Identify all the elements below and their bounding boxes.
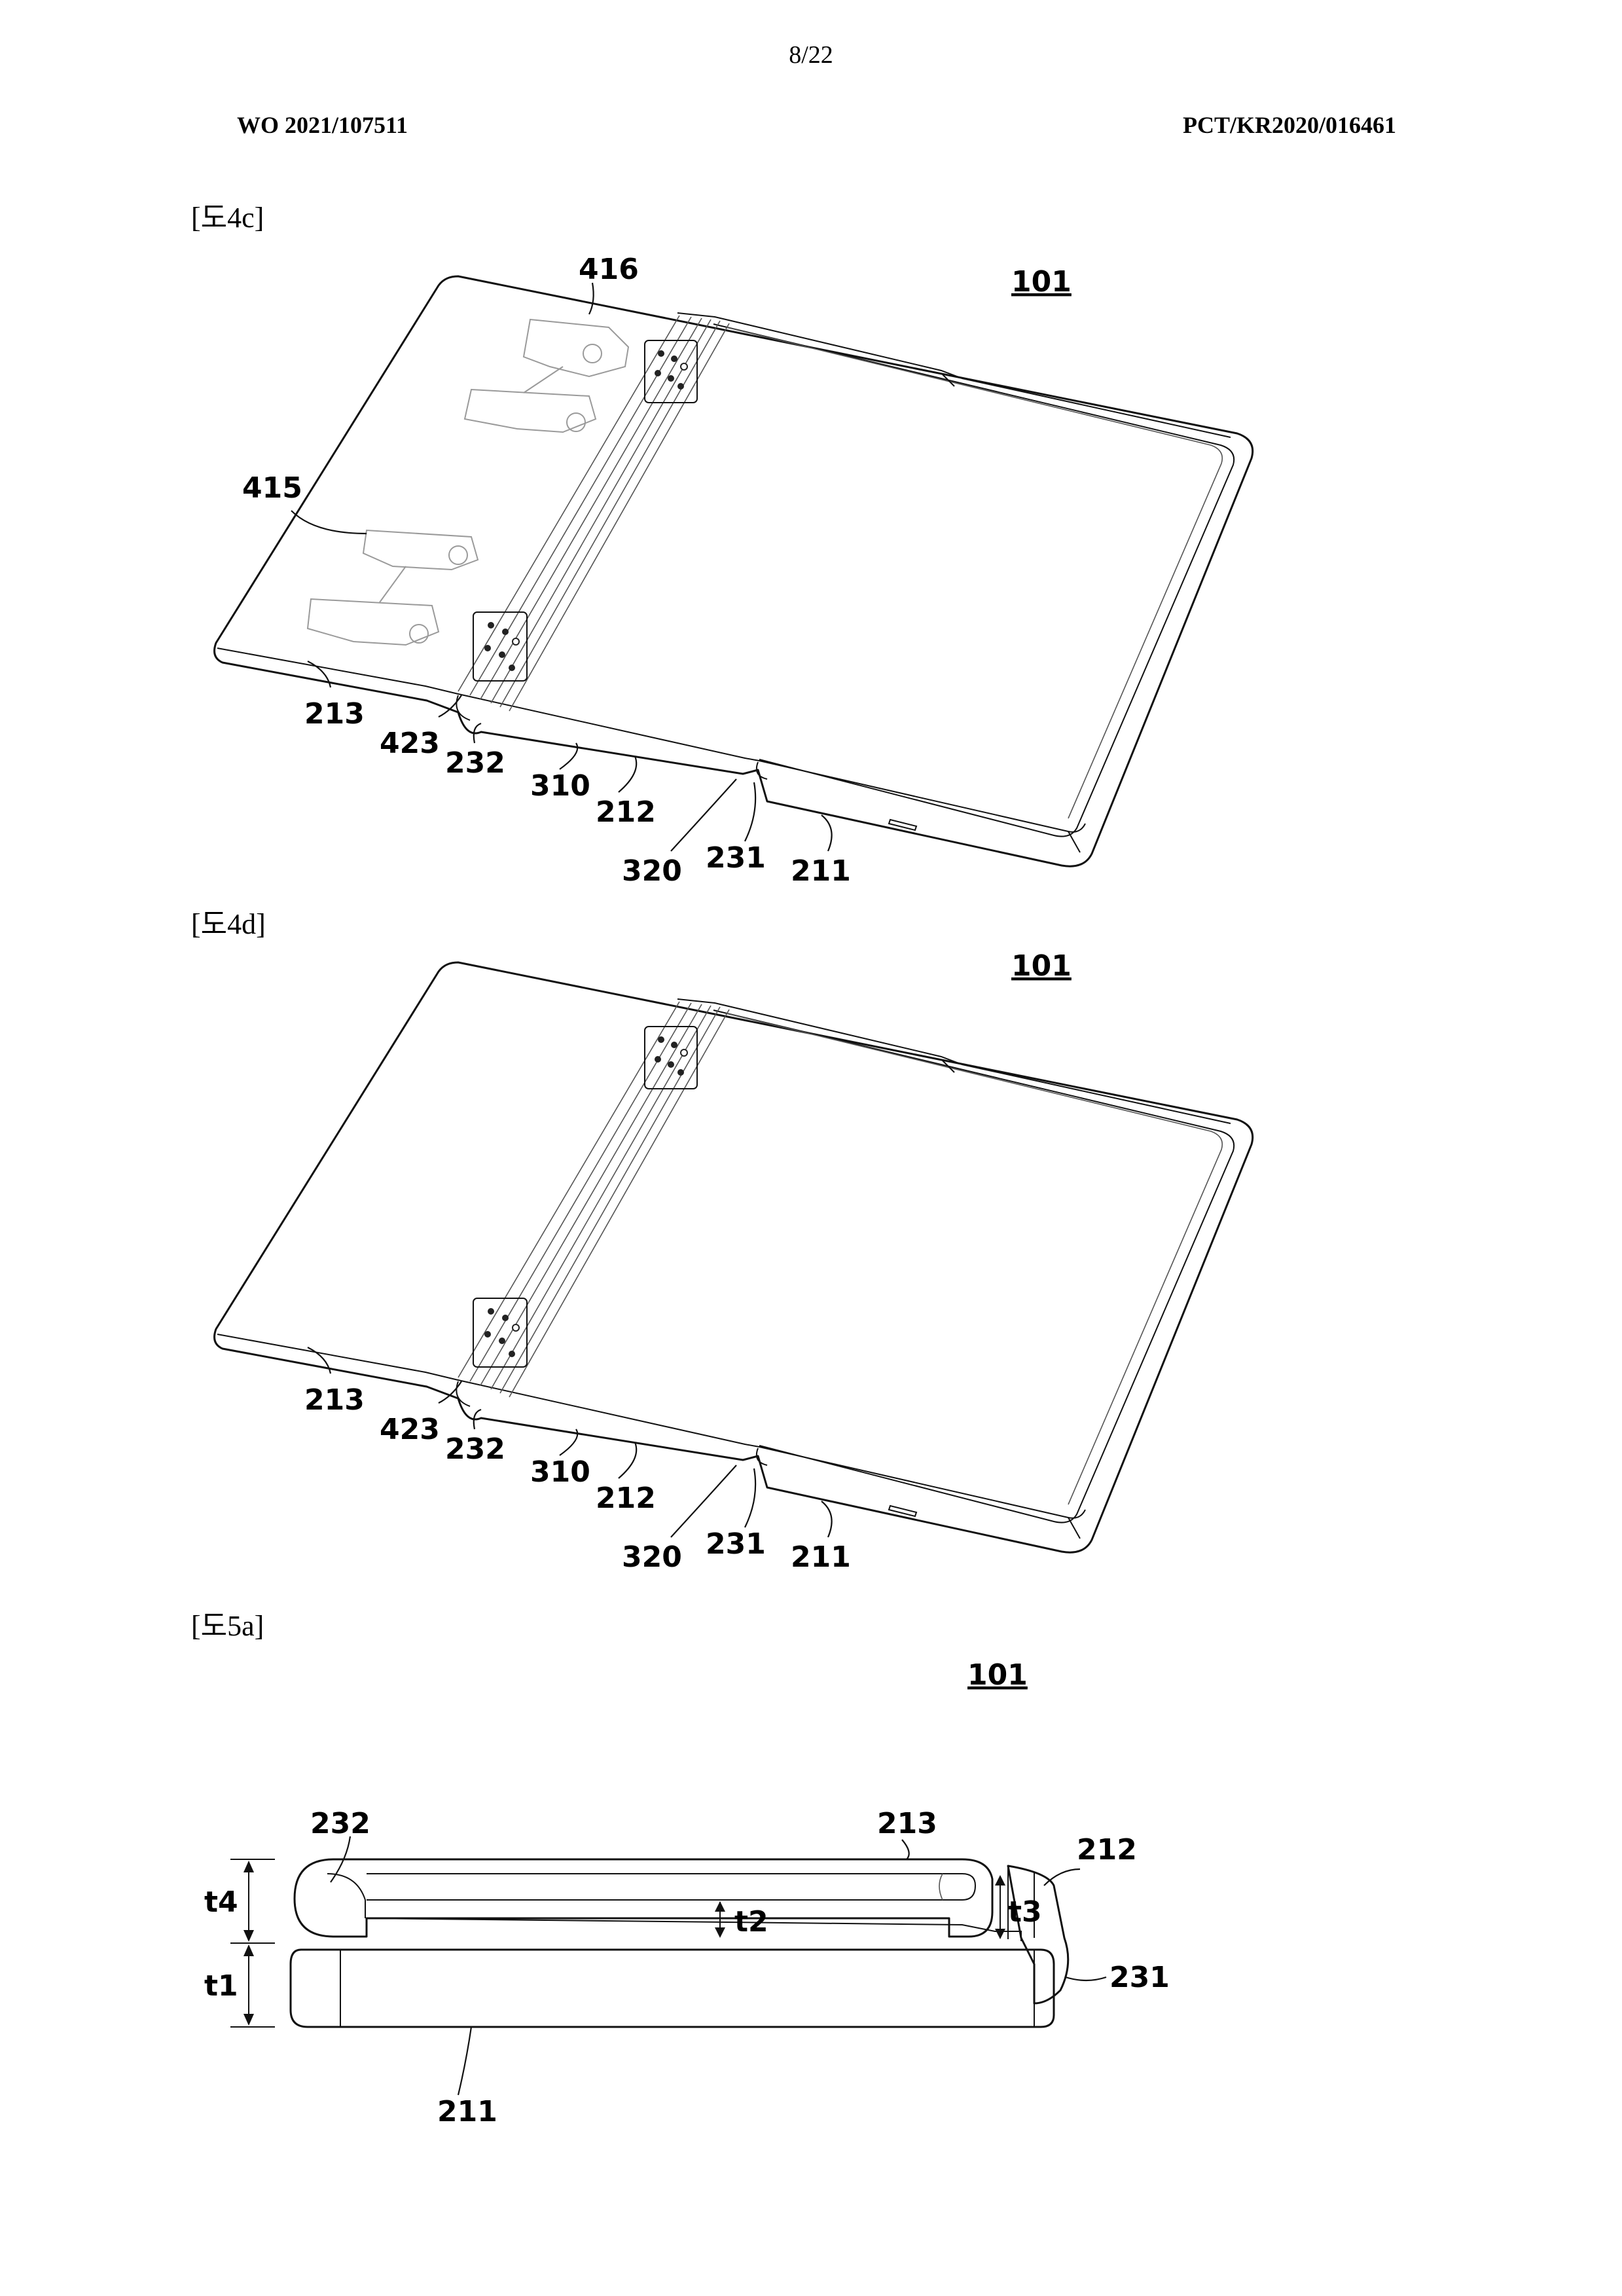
hinge-block-lower-4d [473,1298,528,1368]
hinge-block-upper-4c [644,340,698,403]
ref-320-4d: 320 [622,1540,682,1574]
hinge-region-4d [458,1001,730,1398]
dimension-t2 [715,1901,725,1938]
ref-423-4c: 423 [380,727,440,760]
ref-232-4c: 232 [445,746,505,780]
dimension-t4 [230,1859,275,1942]
ref-212-4d: 212 [596,1482,656,1515]
ref-211-5a: 211 [437,2095,497,2128]
ref-212-4c: 212 [596,795,656,829]
figure-5a: 101 232 213 212 231 211 t4 t1 t2 t3 [204,1658,1170,2128]
ref-device-5a: 101 [967,1658,1028,1692]
label-t3: t3 [1008,1895,1042,1929]
hinge-block-lower-4c [473,611,528,682]
device-folded-side-view [289,1858,1070,2028]
label-t1: t1 [204,1969,238,2003]
ref-211-4c: 211 [791,854,851,888]
ref-212-5a: 212 [1077,1833,1137,1867]
bracket-415 [306,529,479,646]
ref-213-4c: 213 [304,697,365,731]
dimension-t1 [230,1942,275,2028]
figure-label-4c: [도4c] [191,202,264,234]
device-unfolded-4d [213,961,1254,1554]
label-t2: t2 [734,1905,768,1939]
publication-number: WO 2021/107511 [237,112,408,138]
device-unfolded-4c [213,275,1254,867]
bracket-416 [463,318,630,433]
ref-423-4d: 423 [380,1413,440,1446]
dimension-t3 [995,1875,1005,1939]
ref-device-4d: 101 [1011,949,1072,983]
ref-310-4d: 310 [530,1455,590,1489]
ref-232-5a: 232 [310,1807,370,1840]
ref-device-4c: 101 [1011,265,1072,299]
ref-231-4d: 231 [706,1527,766,1561]
ref-310-4c: 310 [530,769,590,803]
application-number: PCT/KR2020/016461 [1182,112,1396,138]
figure-label-4d: [도4d] [191,908,266,940]
figure-label-5a: [도5a] [191,1610,264,1642]
hinge-block-upper-4d [644,1026,698,1089]
ref-231-4c: 231 [706,841,766,875]
ref-416-4c: 416 [579,253,639,286]
figure-4d: 101 213 423 232 310 212 320 231 211 [213,949,1254,1574]
ref-213-5a: 213 [877,1807,937,1840]
label-t4: t4 [204,1886,238,1919]
ref-415-4c: 415 [242,471,302,505]
ref-232-4d: 232 [445,1432,505,1466]
ref-320-4c: 320 [622,854,682,888]
ref-211-4d: 211 [791,1540,851,1574]
ref-231-5a: 231 [1109,1961,1170,1994]
hinge-region-4c [458,315,730,712]
page-number: 8/22 [789,41,833,69]
ref-213-4d: 213 [304,1383,365,1417]
figure-4c: 101 416 415 213 423 232 310 212 320 231 … [213,253,1254,888]
